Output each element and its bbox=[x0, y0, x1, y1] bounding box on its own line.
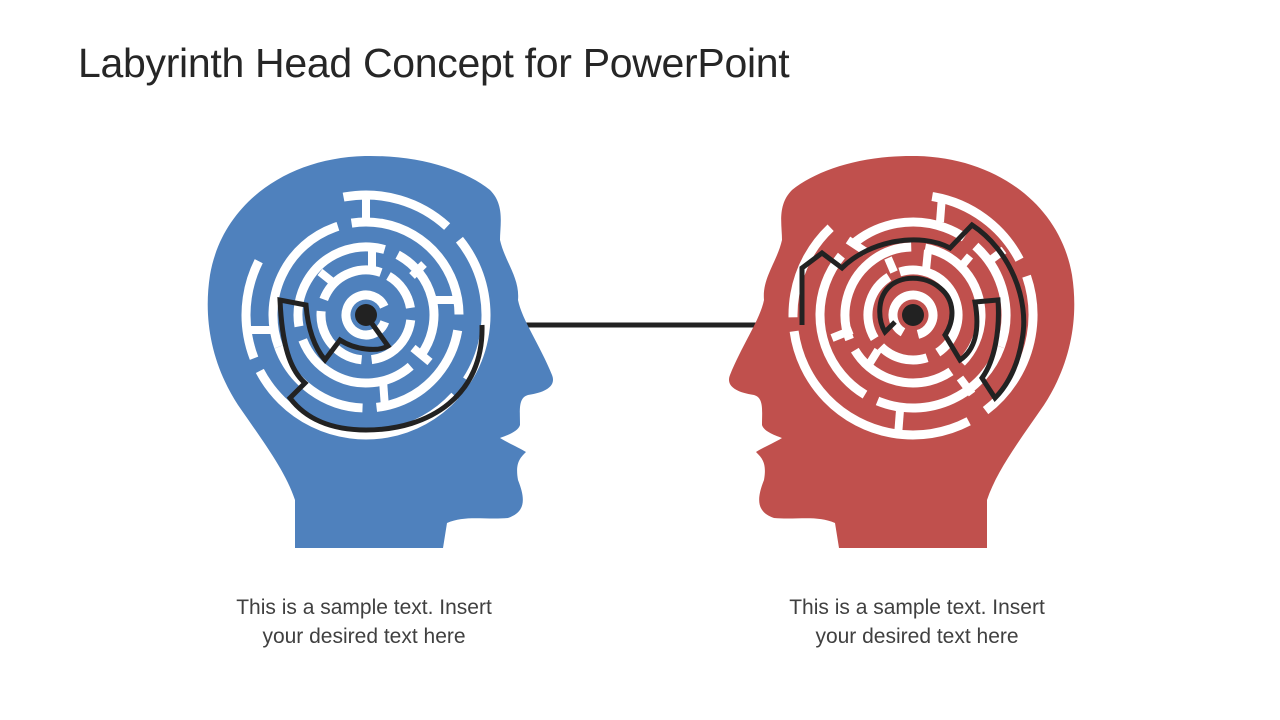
right-caption-line1: This is a sample text. Insert bbox=[789, 596, 1045, 619]
left-maze-path bbox=[277, 296, 485, 433]
left-caption-line2: your desired text here bbox=[262, 625, 466, 648]
right-maze bbox=[788, 190, 1038, 440]
right-caption-line2: your desired text here bbox=[815, 625, 1019, 648]
right-caption: This is a sample text. Insert your desir… bbox=[737, 593, 1097, 651]
left-head-silhouette bbox=[207, 155, 553, 548]
slide-title: Labyrinth Head Concept for PowerPoint bbox=[78, 40, 790, 86]
left-maze-spokes bbox=[248, 195, 459, 409]
right-maze-center-dot bbox=[902, 304, 924, 326]
left-head bbox=[207, 155, 553, 548]
left-caption-line1: This is a sample text. Insert bbox=[236, 596, 492, 619]
left-caption: This is a sample text. Insert your desir… bbox=[184, 593, 544, 651]
right-head bbox=[729, 155, 1075, 548]
right-maze-path bbox=[799, 221, 1027, 402]
left-maze bbox=[241, 190, 491, 440]
left-maze-center-dot bbox=[355, 304, 377, 326]
